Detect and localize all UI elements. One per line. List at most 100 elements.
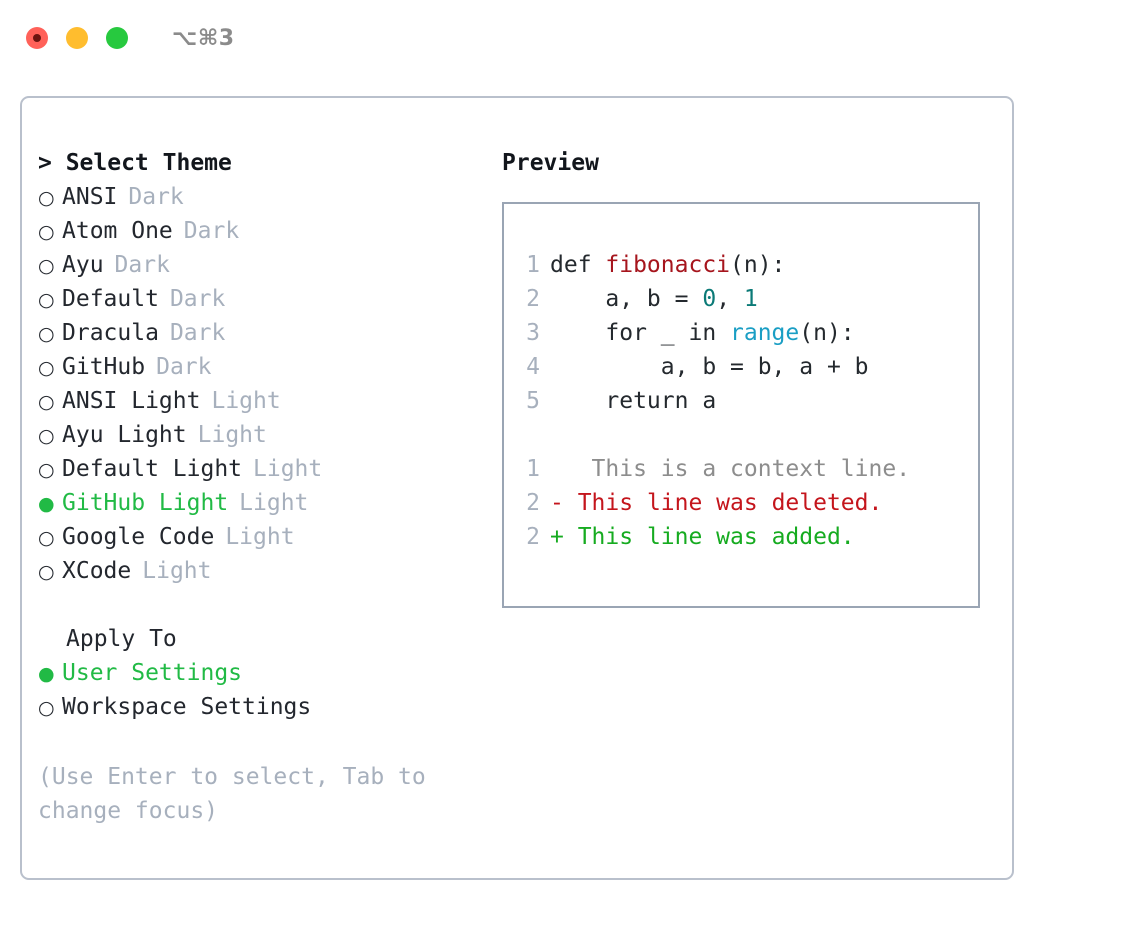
window-controls	[26, 27, 128, 49]
theme-option-category: Light	[211, 388, 281, 414]
theme-option-label: XCode	[62, 558, 132, 584]
radio-unselected-icon: ○	[38, 255, 55, 277]
theme-option-category: Light	[142, 558, 212, 584]
theme-option-label: Default Light	[62, 456, 243, 482]
radio-unselected-icon: ○	[38, 561, 55, 583]
code-line-text: def fibonacci(n):	[550, 248, 785, 282]
close-button-icon[interactable]	[26, 27, 48, 49]
preview-title: Preview	[502, 150, 599, 176]
code-token-plain: a, b =	[550, 286, 703, 312]
theme-option-category: Dark	[128, 184, 184, 210]
select-theme-header: > Select Theme	[38, 150, 232, 176]
diff-line-number: 2	[526, 490, 540, 516]
apply-to-option-label: Workspace Settings	[62, 694, 312, 720]
radio-unselected-icon: ○	[38, 221, 55, 243]
diff-sample: 1 This is a context line.2- This line wa…	[504, 452, 978, 554]
theme-option-category: Dark	[169, 320, 226, 346]
code-line: 1 def fibonacci(n):	[504, 248, 978, 282]
theme-option-label: Dracula	[62, 320, 159, 346]
code-line-text: for _ in range(n):	[550, 316, 855, 350]
diff-line-number: 1	[526, 456, 540, 482]
diff-line-deleted: 2- This line was deleted.	[504, 486, 978, 520]
section-spacer	[38, 588, 478, 622]
radio-unselected-icon: ○	[38, 459, 55, 481]
radio-unselected-icon: ○	[38, 697, 55, 719]
apply-to-option-user-settings[interactable]: ●User Settings	[38, 656, 478, 690]
radio-unselected-icon: ○	[38, 289, 55, 311]
diff-sign: -	[550, 490, 564, 516]
code-line-number: 5	[526, 388, 540, 414]
code-token-plain: ,	[716, 286, 744, 312]
diff-sign: +	[550, 524, 564, 550]
apply-to-option-label: User Settings	[62, 660, 243, 686]
radio-unselected-icon: ○	[38, 357, 55, 379]
apply-to-option-list: ●User Settings ○ Workspace Settings	[38, 656, 478, 724]
code-diff-spacer	[504, 418, 978, 452]
radio-unselected-icon: ○	[38, 527, 55, 549]
theme-option-default[interactable]: ○ Default Dark	[38, 282, 478, 316]
theme-option-category: Light	[253, 456, 323, 482]
code-token-plain: a, b = b, a + b	[550, 354, 869, 380]
theme-option-label: Ayu Light	[62, 422, 187, 448]
code-line-number: 3	[526, 320, 540, 346]
keyboard-hint-text: (Use Enter to select, Tab to change focu…	[38, 764, 426, 824]
code-line: 4 a, b = b, a + b	[504, 350, 978, 384]
theme-option-label: Atom One	[62, 218, 173, 244]
code-line-text: a, b = b, a + b	[550, 350, 869, 384]
diff-line-text: This line was deleted.	[563, 490, 883, 516]
code-line-number: 1	[526, 252, 540, 278]
theme-option-default-light[interactable]: ○ Default Light Light	[38, 452, 478, 486]
code-token-kw: def	[550, 252, 606, 278]
code-line: 2 a, b = 0, 1	[504, 282, 978, 316]
theme-option-ayu-light[interactable]: ○ Ayu Light Light	[38, 418, 478, 452]
minimize-button-icon[interactable]	[66, 27, 88, 49]
code-token-plain: (n):	[730, 252, 786, 278]
zoom-button-icon[interactable]	[106, 27, 128, 49]
theme-option-category: Light	[197, 422, 267, 448]
apply-to-option-workspace-settings[interactable]: ○ Workspace Settings	[38, 690, 478, 724]
theme-option-label: Google Code	[62, 524, 215, 550]
radio-unselected-icon: ○	[38, 425, 55, 447]
theme-option-category: Dark	[169, 286, 226, 312]
diff-line-context: 1 This is a context line.	[504, 452, 978, 486]
theme-option-category: Dark	[114, 252, 170, 278]
code-token-plain: for _ in	[550, 320, 731, 346]
theme-option-dracula[interactable]: ○ Dracula Dark	[38, 316, 478, 350]
theme-option-label: GitHub Light	[62, 490, 229, 516]
title-bar: ⌥⌘3	[0, 0, 1140, 76]
diff-line-added: 2 + This line was added.	[504, 520, 978, 554]
code-token-num: 1	[743, 286, 758, 312]
code-line: 3 for _ in range(n):	[504, 316, 978, 350]
theme-option-xcode[interactable]: ○ XCode Light	[38, 554, 478, 588]
code-token-bi: range	[730, 320, 800, 346]
code-token-plain: (n):	[799, 320, 855, 346]
theme-option-label: ANSI Light	[62, 388, 201, 414]
theme-option-label: Default	[62, 286, 159, 312]
theme-option-category: Light	[225, 524, 295, 550]
code-token-num: 0	[702, 286, 717, 312]
radio-unselected-icon: ○	[38, 187, 55, 209]
diff-line-number: 2	[526, 524, 540, 550]
code-token-fn: fibonacci	[605, 252, 731, 278]
code-line-text: a, b = 0, 1	[550, 282, 758, 316]
radio-unselected-icon: ○	[38, 323, 55, 345]
diff-sign	[550, 452, 564, 486]
code-line-text: return a	[550, 384, 716, 418]
apply-to-header: Apply To	[66, 626, 177, 652]
code-line-number: 4	[526, 354, 540, 380]
diff-line-text: This line was added.	[563, 524, 855, 550]
theme-option-google-code[interactable]: ○ Google Code Light	[38, 520, 478, 554]
